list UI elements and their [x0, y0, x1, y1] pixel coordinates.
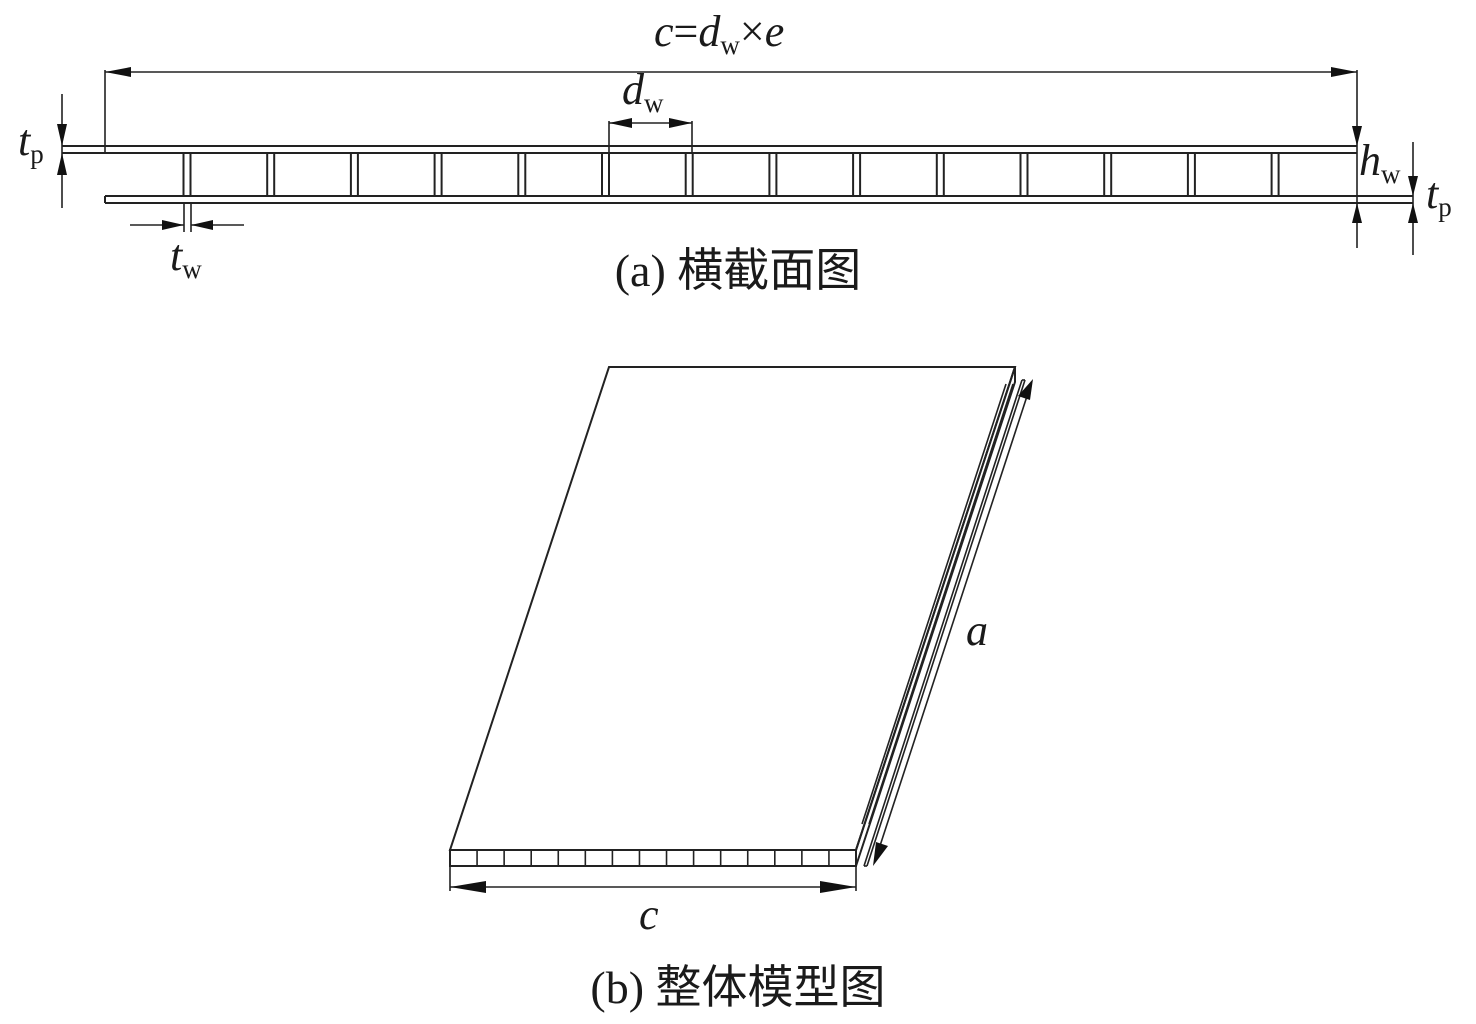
top-plate-thickness-label: tp	[18, 116, 44, 169]
length-dimension: a	[873, 379, 1033, 866]
top-plate-thickness-dimension: tp	[18, 94, 67, 208]
bottom-plate-thickness-dimension: tp	[1426, 169, 1452, 222]
width-label: c	[639, 890, 659, 939]
width-dimension: c	[449, 866, 857, 939]
cross-section-diagram: c=dw×e dw tw	[18, 7, 1452, 296]
web-height-label: hw	[1359, 136, 1401, 189]
panel-top-face	[448, 366, 1017, 851]
web-height-dimension: hw	[1352, 136, 1418, 255]
panel-front-face	[449, 849, 857, 867]
front-face-cells	[476, 850, 830, 866]
bottom-face-plate	[104, 195, 1413, 204]
total-width-dimension: c=dw×e	[104, 7, 1362, 153]
bottom-plate-thickness-label: tp	[1426, 169, 1452, 222]
web-thickness-label: tw	[170, 231, 202, 284]
total-width-label: c=dw×e	[654, 7, 784, 60]
web-thickness-dimension: tw	[130, 203, 244, 284]
overall-model-caption: (b) 整体模型图	[590, 962, 885, 1013]
web-stiffeners	[182, 153, 1280, 196]
length-label: a	[966, 606, 988, 655]
top-face-plate	[62, 145, 1357, 154]
overall-model-diagram: a c (b) 整体模型图	[448, 366, 1033, 1013]
web-spacing-dimension: dw	[608, 65, 693, 153]
cross-section-caption: (a) 横截面图	[615, 245, 862, 296]
web-spacing-label: dw	[622, 65, 664, 118]
